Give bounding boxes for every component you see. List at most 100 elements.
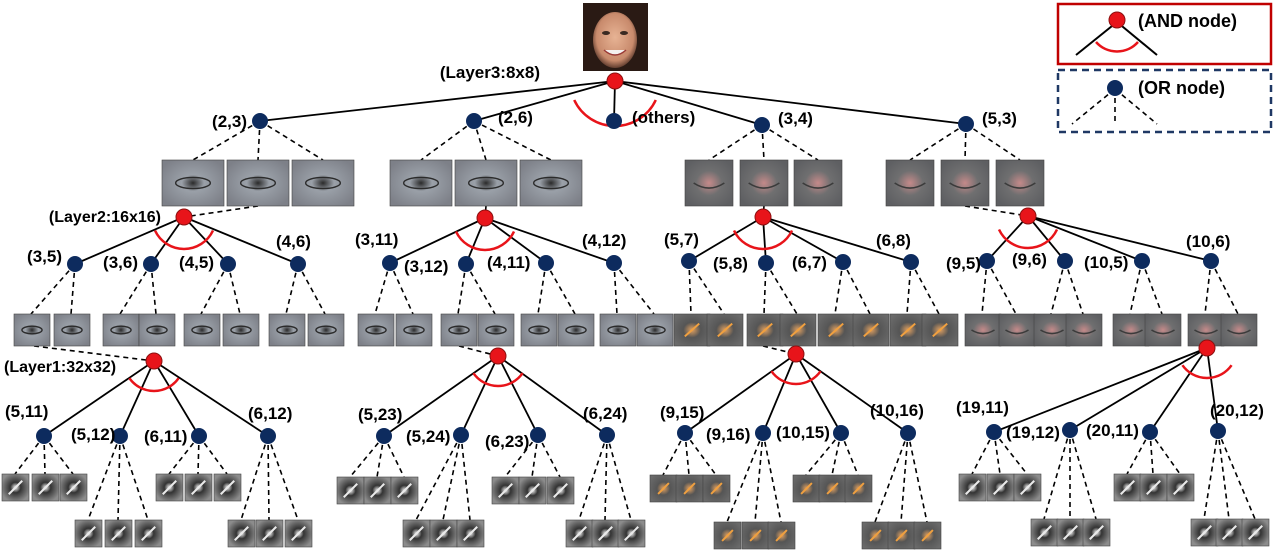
part-patch (519, 159, 583, 207)
and-node-layer1 (145, 352, 163, 370)
or-edge (43, 435, 74, 475)
filter-patch (518, 476, 547, 505)
or-edge (168, 435, 200, 475)
filter-patch (363, 476, 392, 505)
or-edge (754, 432, 764, 523)
filter-patch (1166, 473, 1195, 502)
layer2-label: (Layer2:16x16) (49, 209, 161, 226)
or-node-layer2 (1057, 253, 1073, 269)
or-node-label: (10,15) (776, 423, 830, 442)
or-node-layer3 (252, 113, 268, 129)
or-node-label: (2,3) (212, 112, 247, 131)
filter-patch (844, 474, 873, 503)
edge-layer1 (43, 360, 155, 437)
or-node-label: (4,5) (179, 253, 214, 272)
part-patch (636, 313, 674, 347)
or-edge (1069, 429, 1097, 520)
legend-and-edge (1116, 21, 1158, 56)
part-patch (964, 313, 1002, 347)
or-node-layer1 (36, 428, 52, 444)
or-edge (842, 261, 871, 315)
part-patch (357, 313, 395, 347)
or-edge (907, 432, 928, 523)
or-node-layer1 (530, 427, 546, 443)
or-edge (761, 124, 765, 161)
patch-to-and-edge (458, 345, 499, 357)
legend-or-node (1107, 80, 1123, 96)
or-edge (119, 263, 152, 315)
or-edge (1129, 260, 1143, 315)
edge-layer1 (497, 355, 608, 436)
part-patch (161, 159, 225, 207)
or-node-label: (3,4) (778, 109, 813, 128)
or-node-layer2 (382, 255, 398, 271)
edge-layer1 (795, 353, 909, 434)
edge-layer1 (762, 353, 797, 434)
part-patch (889, 313, 927, 347)
filter-patch (1082, 518, 1111, 547)
or-edge (14, 435, 45, 475)
part-patch (1112, 313, 1150, 347)
part-patch (520, 313, 558, 347)
and-node-layer1 (787, 345, 805, 363)
part-patch (389, 159, 453, 207)
or-node-layer2 (290, 256, 306, 272)
part-patch (268, 313, 306, 347)
or-node-label: (others) (632, 108, 695, 127)
and-arc-layer2 (454, 230, 516, 252)
or-node-layer1 (900, 425, 916, 441)
or-node-label: (3,12) (404, 257, 448, 276)
or-edge (765, 262, 798, 315)
or-edge (1204, 260, 1212, 315)
or-node-layer1 (986, 424, 1002, 440)
legend-and-box (1056, 2, 1273, 66)
part-patch (222, 313, 260, 347)
or-node-label: (19,11) (956, 398, 1009, 417)
filter-patch (767, 521, 796, 550)
or-node-label: (3,11) (355, 230, 398, 249)
or-edge (688, 260, 725, 315)
filter-patch (546, 476, 575, 505)
and-node-layer1 (1198, 339, 1216, 357)
or-node-label: (6,7) (792, 253, 827, 272)
part-patch (226, 159, 290, 207)
filter-patch (617, 519, 646, 548)
or-node-layer2 (835, 254, 851, 270)
and-arcs (128, 99, 1233, 393)
or-node-layer1 (191, 428, 207, 444)
or-edge (545, 262, 576, 315)
edge-layer2 (1027, 215, 1066, 262)
and-node-layer1 (489, 347, 507, 365)
filter-patch (1056, 518, 1085, 547)
or-edge (200, 263, 229, 315)
edge-layer1 (460, 355, 499, 436)
edge-layer3 (614, 80, 967, 125)
part-patch (291, 159, 355, 207)
filter-patch (1190, 518, 1219, 547)
or-edge (1203, 430, 1219, 520)
or-node-label: (4,12) (582, 231, 626, 250)
filter-patch (1215, 518, 1244, 547)
part-patch (53, 313, 91, 347)
legend-and-edge (1075, 21, 1118, 56)
or-edge (684, 432, 690, 476)
edge-layer2 (389, 217, 486, 264)
or-node-layer2 (67, 256, 83, 272)
or-edge (1210, 260, 1239, 315)
edge-layer2 (150, 216, 185, 265)
or-node-label: (19,12) (1006, 423, 1060, 442)
filter-patch (861, 521, 890, 550)
and-node-layer3 (606, 72, 624, 90)
or-node-label: (20,11) (1086, 421, 1139, 440)
or-node-layer3 (958, 116, 974, 132)
or-edge (805, 432, 842, 476)
or-node-layer3 (754, 117, 770, 133)
tree-nodes (36, 72, 1226, 444)
or-node-layer2 (979, 253, 995, 269)
filter-patch (792, 474, 821, 503)
edge-layer1 (993, 347, 1208, 433)
edge-layer1 (795, 353, 842, 434)
part-patch (138, 313, 176, 347)
part-patch (995, 159, 1045, 207)
or-node-layer1 (599, 427, 615, 443)
